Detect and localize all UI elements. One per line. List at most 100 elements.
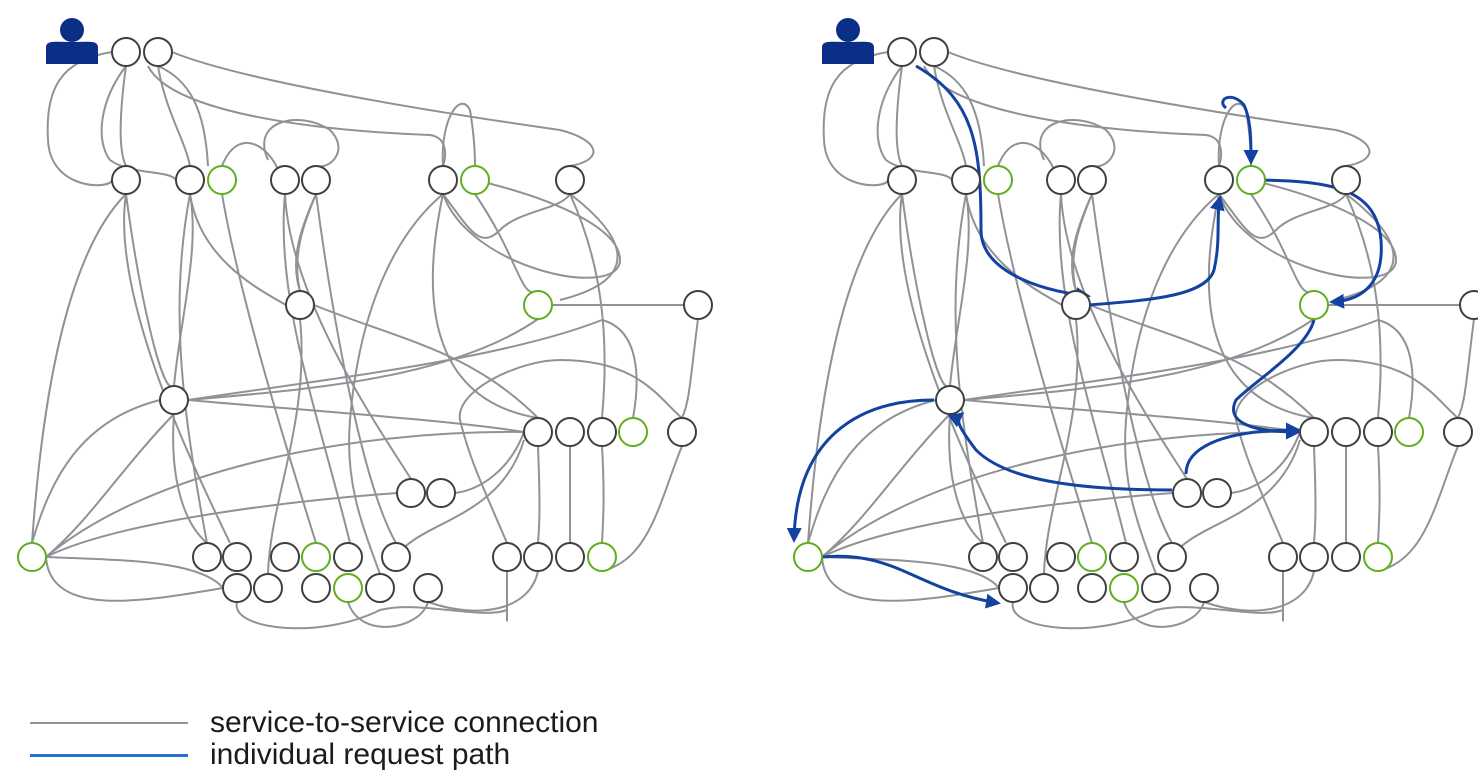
service-node: [1331, 165, 1361, 195]
service-node: [887, 165, 917, 195]
service-connection: [147, 65, 447, 167]
service-node: [1202, 478, 1232, 508]
service-node: [426, 478, 456, 508]
service-connection: [46, 51, 113, 187]
service-connection: [876, 65, 953, 181]
request-path: [786, 64, 1383, 609]
service-connection: [963, 399, 1301, 433]
service-node: [1443, 417, 1473, 447]
service-connection: [947, 51, 1371, 167]
service-nodes: [793, 37, 1478, 603]
request-path-segment: [821, 554, 1001, 609]
legend-swatch-connection: [30, 722, 188, 724]
service-node: [1204, 165, 1234, 195]
service-connection: [1043, 318, 1079, 575]
service-node: [1459, 290, 1478, 320]
service-node: [1172, 478, 1202, 508]
service-node: [1331, 417, 1361, 447]
service-connection: [923, 65, 1223, 167]
service-connection: [1313, 445, 1317, 544]
service-node: [192, 542, 222, 572]
service-node: [1046, 165, 1076, 195]
service-node-highlighted: [1299, 290, 1329, 320]
service-node: [683, 290, 713, 320]
legend-swatch-request-path: [30, 753, 188, 757]
service-connection: [954, 193, 984, 544]
service-connection: [1089, 304, 1315, 419]
service-connection: [157, 65, 209, 167]
service-node: [413, 573, 443, 603]
service-graph-right: [786, 18, 1478, 630]
service-connection: [821, 430, 1301, 558]
service-node: [1029, 573, 1059, 603]
service-node: [1061, 290, 1091, 320]
service-node-highlighted: [793, 542, 823, 572]
service-connection: [45, 556, 224, 589]
service-node-highlighted: [523, 290, 553, 320]
service-node-highlighted: [1077, 542, 1107, 572]
service-connection: [901, 193, 947, 387]
request-path-segment: [947, 412, 1173, 492]
service-node-highlighted: [618, 417, 648, 447]
service-connection: [31, 193, 127, 544]
service-node-highlighted: [1109, 573, 1139, 603]
service-connection: [821, 492, 1174, 558]
legend-item-request-path: individual request path: [30, 740, 510, 770]
service-connection: [1377, 445, 1459, 572]
service-connection: [427, 570, 539, 612]
service-node: [935, 385, 965, 415]
service-node: [523, 417, 553, 447]
service-connection: [1234, 358, 1459, 544]
service-nodes: [17, 37, 713, 603]
legend-label-request-path: individual request path: [210, 738, 511, 771]
user-icon: [46, 18, 98, 64]
service-connection: [458, 358, 683, 544]
service-connection: [681, 318, 699, 419]
service-connection: [1345, 193, 1382, 419]
service-connection: [187, 318, 539, 401]
service-node: [1157, 542, 1187, 572]
service-connection: [313, 304, 539, 419]
service-connection: [1207, 193, 1315, 419]
service-node-highlighted: [301, 542, 331, 572]
service-node: [1077, 573, 1107, 603]
service-node: [1331, 542, 1361, 572]
legend-item-connection: service-to-service connection: [30, 708, 599, 738]
service-node: [270, 165, 300, 195]
service-connection: [1091, 193, 1173, 544]
service-node: [301, 165, 331, 195]
service-connection: [45, 492, 398, 558]
service-connection: [221, 193, 317, 544]
service-connection: [821, 556, 1000, 602]
service-connection: [807, 193, 903, 544]
service-connection: [100, 65, 177, 181]
service-connection: [1123, 601, 1205, 628]
service-connection: [1218, 179, 1398, 279]
connection-edges: [31, 51, 699, 630]
service-connection: [45, 556, 224, 602]
service-node: [333, 542, 363, 572]
user-icon: [822, 18, 874, 64]
service-connection: [187, 399, 525, 433]
service-node-highlighted: [587, 542, 617, 572]
service-node-highlighted: [460, 165, 490, 195]
request-path-segment: [786, 398, 935, 543]
request-path-segment: [1232, 319, 1316, 440]
service-connection: [119, 65, 127, 167]
service-connection: [267, 318, 303, 575]
service-node: [253, 573, 283, 603]
service-connection: [1203, 570, 1315, 612]
service-node: [222, 573, 252, 603]
service-connection: [348, 193, 444, 575]
request-path-segment: [1250, 178, 1383, 309]
service-connection: [263, 119, 340, 168]
service-node-highlighted: [1363, 542, 1393, 572]
service-node: [523, 542, 553, 572]
service-node: [951, 165, 981, 195]
service-connection: [1171, 439, 1301, 558]
legend-label-connection: service-to-service connection: [210, 706, 599, 739]
service-connection: [45, 430, 525, 558]
service-connection: [31, 399, 161, 544]
service-connection: [171, 51, 595, 167]
service-connection: [125, 193, 171, 387]
